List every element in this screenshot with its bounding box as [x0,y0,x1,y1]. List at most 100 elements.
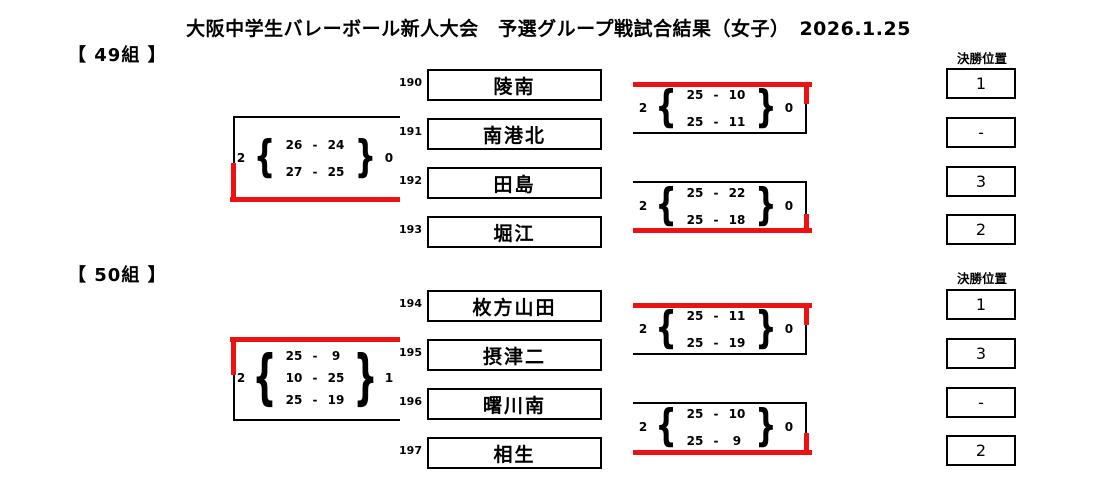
set-score: 19 [728,335,746,350]
set-row: 25-10 [682,400,750,427]
sets-won-right: 0 [784,322,794,336]
set-score: 26 [285,137,303,152]
sets-won-right: 0 [384,151,394,165]
sets-won-right: 1 [384,371,394,385]
set-separator: - [713,212,719,227]
team-number: 194 [399,297,422,310]
sets-won-right: 0 [784,420,794,434]
sets-won-left: 2 [236,151,246,165]
set-score: 10 [728,406,746,421]
set-row: 25-18 [682,206,750,233]
bracket-line [633,132,807,134]
set-score: 25 [686,335,704,350]
team-name: 南港北 [482,124,546,147]
bracket-line [633,402,807,404]
match-score-final: 2 { 25-9 10-25 25-19 } 1 [234,343,396,413]
team-name: 陵南 [493,75,536,98]
bracket-line [233,116,235,163]
match-score-final: 2 { 26-24 27-25 } 0 [234,132,396,184]
team-box: 南港北 [427,118,602,150]
team-name: 堀江 [493,222,536,245]
final-position-value: 3 [975,344,987,363]
winner-line [804,82,809,104]
team-name: 田島 [493,173,536,196]
sets-won-left: 2 [638,420,648,434]
winner-line [633,82,812,87]
final-position-box: 3 [946,166,1016,197]
sets-won-left: 2 [638,199,648,213]
set-separator: - [713,308,719,323]
team-box: 陵南 [427,69,602,101]
team-name: 曙川南 [482,394,546,417]
final-position-box: 2 [946,214,1016,245]
group-label: 【 49組 】 [68,45,167,66]
set-score: 10 [285,371,303,385]
match-score: 2 { 25-10 25-9 } 0 [636,401,796,453]
set-scores: 25-9 10-25 25-19 [281,345,349,411]
set-row: 25-10 [682,81,750,108]
set-score: 25 [686,114,704,129]
set-separator: - [713,406,719,421]
final-position-value: 2 [975,220,987,239]
final-position-value: 1 [975,74,987,93]
final-position-header: 決勝位置 [956,51,1007,66]
match-score: 2 { 25-22 25-18 } 0 [636,180,796,232]
team-number: 195 [399,346,422,359]
set-row: 26-24 [281,131,349,158]
set-row: 27-25 [281,158,349,185]
bracket-line [805,402,807,435]
set-separator: - [713,433,719,448]
team-box: 田島 [427,167,602,199]
bracket-line [633,353,807,355]
bracket-line [633,181,807,183]
set-score: 25 [686,433,704,448]
set-score: 19 [327,393,345,407]
final-position-box: 1 [946,68,1016,99]
set-score: 25 [686,308,704,323]
set-score: 9 [331,349,341,363]
set-score: 9 [732,433,742,448]
winner-line [633,303,812,308]
sets-won-left: 2 [638,322,648,336]
winner-line [804,214,809,233]
set-scores: 25-10 25-9 [682,400,750,454]
winner-line [804,303,809,325]
group-label: 【 50組 】 [68,265,167,286]
team-name: 枚方山田 [472,296,557,319]
final-position-value: 2 [975,441,987,460]
set-score: 11 [728,114,746,129]
team-box: 枚方山田 [427,290,602,322]
match-score: 2 { 25-11 25-19 } 0 [636,303,796,355]
set-separator: - [312,349,318,363]
set-row: 10-25 [281,367,349,389]
team-box: 曙川南 [427,388,602,420]
set-row: 25-9 [682,427,750,454]
team-number: 192 [399,174,422,187]
page-title: 大阪中学生バレーボール新人大会 予選グループ戦試合結果（女子） 2026.1.2… [186,18,911,40]
set-score: 25 [686,406,704,421]
team-name: 摂津二 [482,345,546,368]
set-score: 25 [285,393,303,407]
set-score: 10 [728,87,746,102]
set-separator: - [713,335,719,350]
final-position-box: - [946,117,1016,148]
sets-won-right: 0 [784,101,794,115]
final-position-box: 2 [946,435,1016,466]
final-position-value: 3 [975,172,987,191]
match-score: 2 { 25-10 25-11 } 0 [636,82,796,134]
set-separator: - [312,137,318,152]
winner-line [231,163,236,202]
team-box: 相生 [427,437,602,469]
set-score: 25 [686,185,704,200]
set-separator: - [312,393,318,407]
set-score: 18 [728,212,746,227]
set-row: 25-22 [682,179,750,206]
bracket-line [233,419,400,421]
set-scores: 25-22 25-18 [682,179,750,233]
set-scores: 25-10 25-11 [682,81,750,135]
team-number: 197 [399,444,422,457]
set-separator: - [312,371,318,385]
set-row: 25-19 [682,329,750,356]
bracket-line [233,116,400,118]
